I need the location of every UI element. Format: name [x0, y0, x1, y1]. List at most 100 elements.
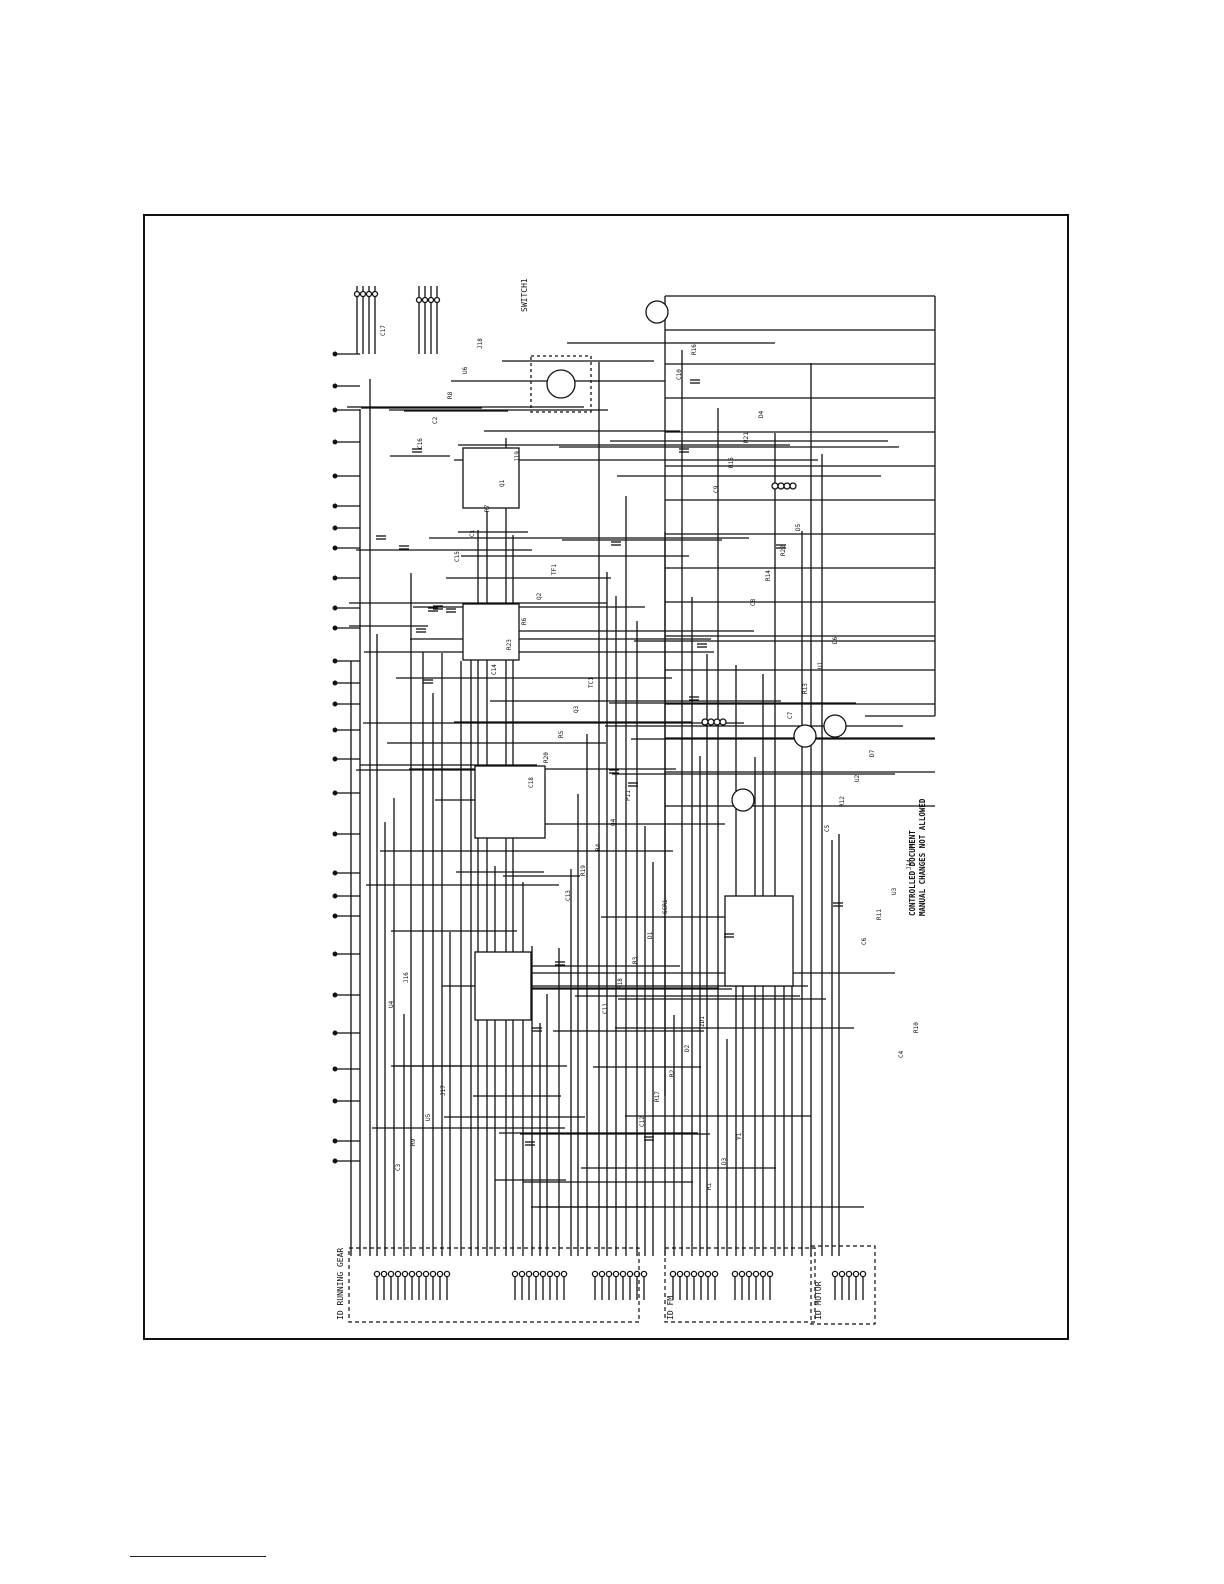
ic-u4 — [462, 603, 520, 661]
component-designator: D2 — [684, 1044, 691, 1052]
connector-pin — [532, 1270, 540, 1278]
connector-pin — [394, 1270, 402, 1278]
test-point — [332, 1138, 338, 1144]
pin — [365, 290, 373, 298]
connector-pin — [598, 1270, 606, 1278]
transistor — [731, 788, 755, 812]
test-point — [332, 525, 338, 531]
connector-pin — [619, 1270, 627, 1278]
connector-label-running-gear: ID RUNNING GEAR — [336, 1248, 345, 1320]
connector-pin — [838, 1270, 846, 1278]
component-designator: C8 — [750, 598, 757, 606]
connector-pin — [831, 1270, 839, 1278]
component-designator: R22 — [780, 545, 787, 556]
component-designator: D3 — [721, 1157, 728, 1165]
test-point — [332, 831, 338, 837]
connector-label-motor: ID MOTOR — [814, 1281, 823, 1320]
component-designator: J16 — [403, 972, 410, 983]
component-designator: R8 — [447, 391, 454, 399]
test-point — [332, 701, 338, 707]
component-designator: C16 — [417, 438, 424, 449]
connector-pin — [676, 1270, 684, 1278]
connector-pin — [605, 1270, 613, 1278]
component-designator: TF1 — [551, 564, 558, 575]
switch-label: SWITCH1 — [520, 278, 529, 312]
transformer-coil — [701, 718, 709, 726]
test-point — [332, 992, 338, 998]
transformer-coil — [777, 482, 785, 490]
test-point — [332, 439, 338, 445]
connector-pin — [759, 1270, 767, 1278]
component-designator: R5 — [558, 730, 565, 738]
connector-pin — [612, 1270, 620, 1278]
component-designator: U2 — [854, 774, 861, 782]
component-designator: C18 — [528, 777, 535, 788]
connector-pin — [766, 1270, 774, 1278]
test-point — [332, 1098, 338, 1104]
component-designator: R13 — [802, 683, 809, 694]
test-point — [332, 351, 338, 357]
connector-pin — [518, 1270, 526, 1278]
connector-pin — [704, 1270, 712, 1278]
note-line-2: MANUAL CHANGES NOT ALLOWED — [918, 798, 927, 916]
connector-pin — [408, 1270, 416, 1278]
component-designator: C15 — [454, 551, 461, 562]
component-designator: R10 — [913, 1022, 920, 1033]
test-point — [332, 913, 338, 919]
connector-pin — [640, 1270, 648, 1278]
component-designator: C7 — [787, 711, 794, 719]
component-designator: R4 — [595, 843, 602, 851]
connector-pin — [429, 1270, 437, 1278]
connector-pin — [697, 1270, 705, 1278]
connector-motor — [810, 1245, 876, 1325]
component-designator: C9 — [713, 485, 720, 493]
component-designator: D7 — [869, 749, 876, 757]
component-designator: C5 — [824, 824, 831, 832]
transistor — [645, 300, 669, 324]
note-line-1: CONTROLLED DOCUMENT — [908, 830, 917, 916]
connector-pin — [373, 1270, 381, 1278]
component-designator: U4 — [388, 1000, 395, 1008]
component-designator: J14 — [906, 859, 913, 870]
pin — [415, 296, 423, 304]
transformer-coil — [707, 718, 715, 726]
component-designator: P11 — [625, 790, 632, 801]
component-designator: C4 — [898, 1050, 905, 1058]
component-designator: R3 — [632, 956, 639, 964]
component-designator: R17 — [654, 1091, 661, 1102]
connector-pin — [745, 1270, 753, 1278]
component-designator: Q1 — [499, 479, 506, 487]
connector-pin — [443, 1270, 451, 1278]
component-designator: C6 — [861, 937, 868, 945]
component-designator: R21 — [743, 432, 750, 443]
connector-label-fm: ID FM — [666, 1296, 675, 1320]
component-designator: D5 — [795, 523, 802, 531]
footnote-rule — [130, 1556, 266, 1557]
transistor — [823, 714, 847, 738]
connector-pin — [539, 1270, 547, 1278]
component-designator: R7 — [484, 504, 491, 512]
connector-pin — [436, 1270, 444, 1278]
component-designator: R6 — [521, 617, 528, 625]
optocoupler-box — [530, 355, 592, 413]
ic-u5 — [474, 765, 546, 839]
pin — [359, 290, 367, 298]
transformer-coil — [719, 718, 727, 726]
transformer-coil — [783, 482, 791, 490]
test-point — [332, 1158, 338, 1164]
component-designator: R19 — [580, 865, 587, 876]
connector-pin — [626, 1270, 634, 1278]
test-point — [332, 473, 338, 479]
connector-pin — [731, 1270, 739, 1278]
test-point — [332, 680, 338, 686]
test-point — [332, 605, 338, 611]
test-point — [332, 893, 338, 899]
connector-pin — [546, 1270, 554, 1278]
test-point — [332, 756, 338, 762]
component-designator: Q3 — [573, 705, 580, 713]
connector-pin — [422, 1270, 430, 1278]
component-designator: D4 — [758, 410, 765, 418]
connector-pin — [401, 1270, 409, 1278]
component-designator: C10 — [676, 369, 683, 380]
component-designator: R12 — [839, 796, 846, 807]
